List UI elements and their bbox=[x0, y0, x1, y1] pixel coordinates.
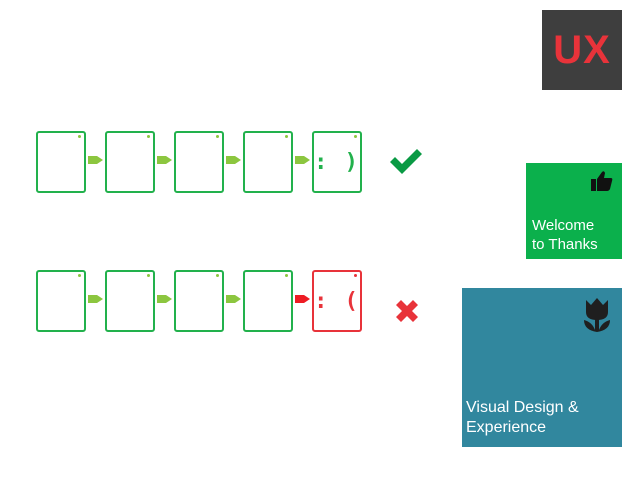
flow-step-card bbox=[174, 131, 224, 193]
flow-step-card bbox=[105, 270, 155, 332]
arrow-icon bbox=[226, 295, 241, 303]
arrow-icon bbox=[88, 295, 103, 303]
arrow-icon bbox=[226, 156, 241, 164]
tulip-icon bbox=[584, 298, 610, 332]
ux-logo-text: UX bbox=[553, 27, 611, 72]
thumbs-up-icon bbox=[591, 171, 613, 191]
arrow-icon bbox=[88, 156, 103, 164]
flow-failure: : ( bbox=[0, 270, 460, 334]
cross-icon bbox=[396, 300, 418, 322]
flow-step-card bbox=[243, 270, 293, 332]
arrow-icon bbox=[157, 295, 172, 303]
flow-step-card bbox=[105, 131, 155, 193]
flow-step-card bbox=[243, 131, 293, 193]
arrow-icon-red bbox=[295, 295, 310, 303]
welcome-tile-label: Welcome to Thanks bbox=[532, 217, 598, 253]
arrow-icon bbox=[157, 156, 172, 164]
ux-logo: UX bbox=[542, 10, 622, 90]
check-icon bbox=[390, 149, 422, 174]
visual-design-tile: Visual Design & Experience bbox=[462, 288, 622, 447]
happy-face-text: : ) bbox=[314, 149, 360, 175]
flow-step-card bbox=[36, 270, 86, 332]
flow-step-card bbox=[36, 131, 86, 193]
flow-final-card-sad: : ( bbox=[312, 270, 362, 332]
welcome-tile: Welcome to Thanks bbox=[526, 163, 622, 259]
arrow-icon bbox=[295, 156, 310, 164]
sad-face-text: : ( bbox=[314, 288, 360, 314]
flow-final-card-happy: : ) bbox=[312, 131, 362, 193]
visual-design-tile-label: Visual Design & Experience bbox=[466, 399, 579, 436]
flow-step-card bbox=[174, 270, 224, 332]
flow-success: : ) bbox=[0, 131, 460, 195]
